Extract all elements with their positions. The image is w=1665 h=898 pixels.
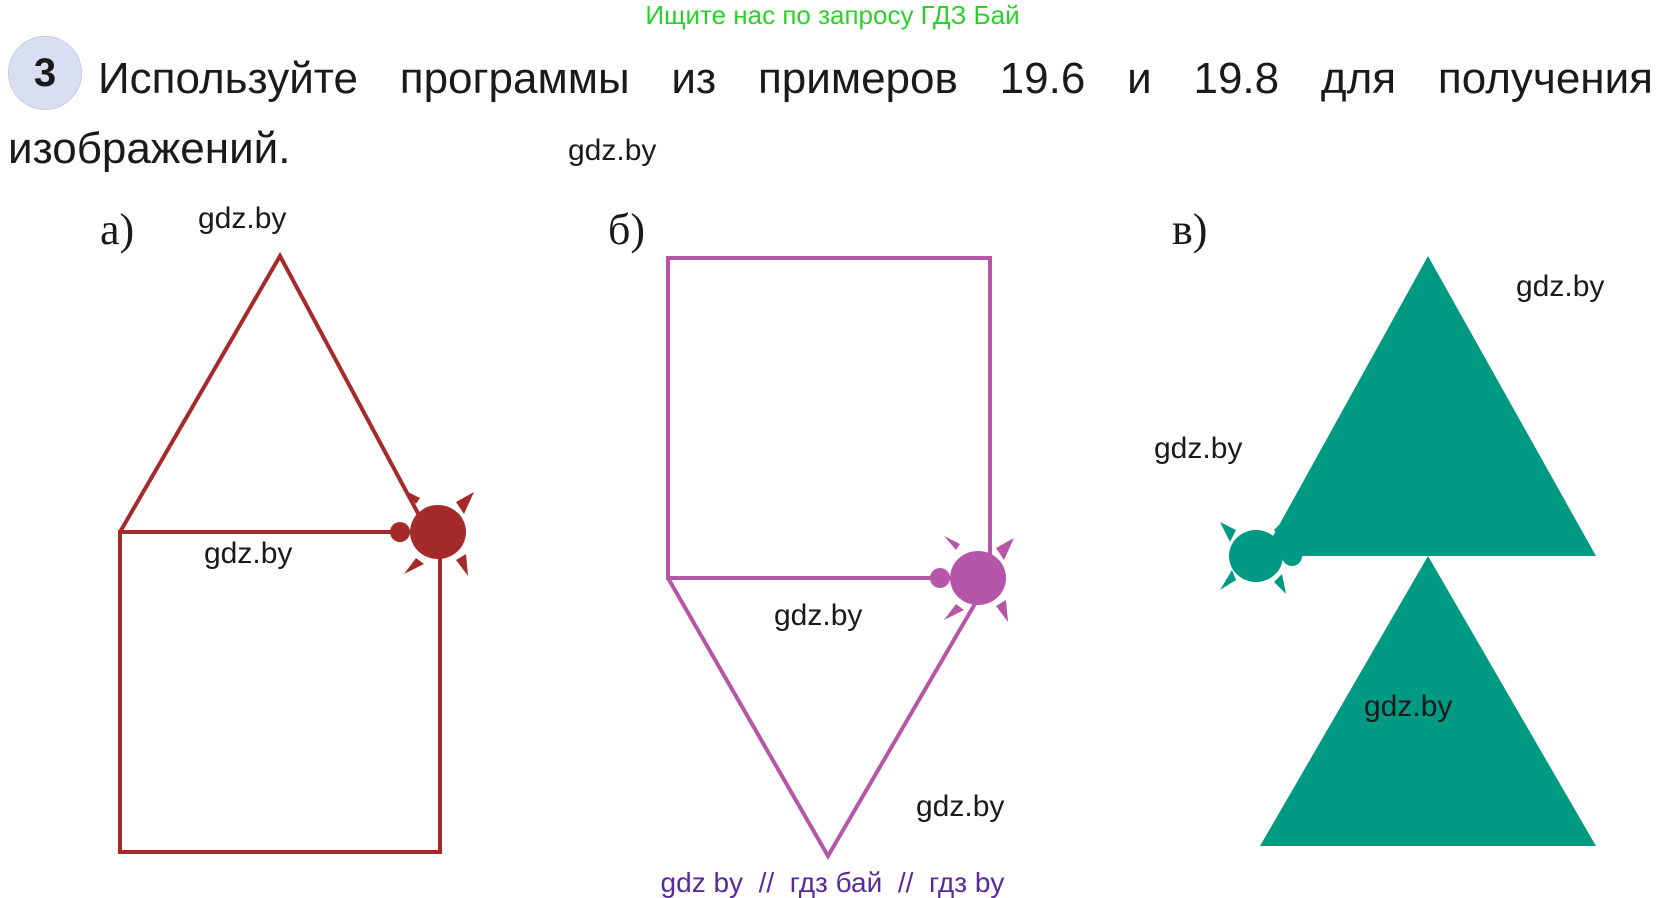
figure-b-shape xyxy=(666,256,992,860)
watermark: gdz.by xyxy=(198,202,287,235)
figure-a-house xyxy=(118,251,442,854)
watermark: gdz.by xyxy=(204,537,293,570)
watermark: gdz.by xyxy=(774,599,863,632)
watermark: gdz.by xyxy=(1154,432,1243,465)
watermark: gdz.by xyxy=(1364,690,1453,723)
footer-link-gdz-by[interactable]: gdz by xyxy=(660,867,744,898)
figure-a-square xyxy=(118,530,442,854)
watermark: gdz.by xyxy=(568,134,657,167)
task-text: Используйте программы из примеров 19.6 и… xyxy=(8,54,1653,173)
figure-v-top-triangle xyxy=(1262,256,1596,556)
turtle-icon xyxy=(1220,518,1302,594)
part-label-a: а) xyxy=(100,205,135,254)
turtle-icon xyxy=(390,490,474,576)
footer-links: gdz by // гдз бай // гдз by xyxy=(0,868,1665,898)
watermark: gdz.by xyxy=(1516,270,1605,303)
figure-b-square xyxy=(666,256,992,580)
watermark: gdz.by xyxy=(916,790,1005,823)
turtle-icon xyxy=(930,536,1014,622)
figure-a-roof xyxy=(118,251,430,534)
task-number-badge: 3 xyxy=(8,36,82,110)
footer-link-gdz-by-ru[interactable]: гдз by xyxy=(928,867,1005,898)
figure-b-triangle xyxy=(666,576,992,860)
figure-v-triangles xyxy=(1260,256,1596,846)
footer-separator: // xyxy=(758,867,775,898)
part-label-v: в) xyxy=(1172,205,1208,254)
figure-v-bottom-triangle xyxy=(1260,556,1596,846)
footer-separator: // xyxy=(897,867,914,898)
footer-link-gdz-bai[interactable]: гдз бай xyxy=(789,867,883,898)
part-label-b: б) xyxy=(608,205,646,254)
top-banner[interactable]: Ищите нас по запросу ГДЗ Бай xyxy=(645,0,1020,30)
